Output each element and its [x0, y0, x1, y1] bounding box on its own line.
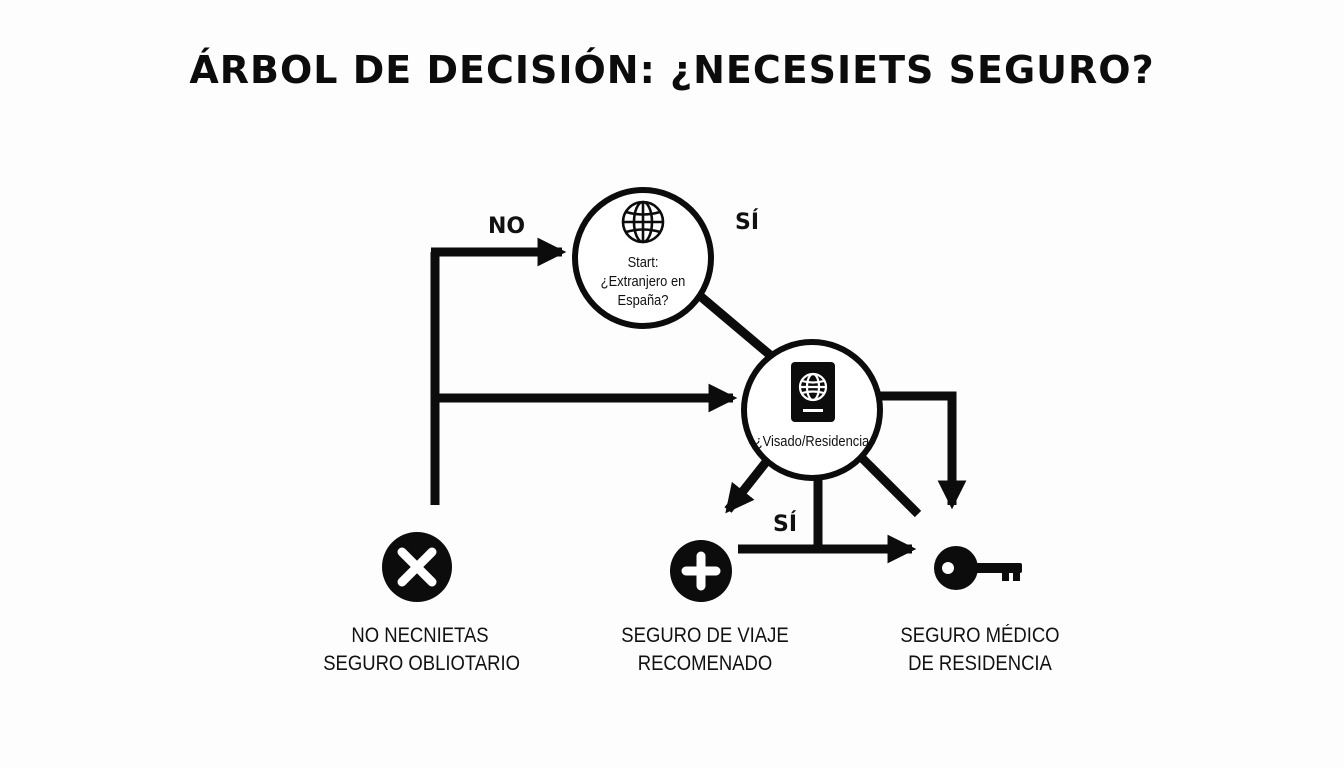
x-circle-icon — [382, 532, 452, 602]
connector-visa-diagonal — [857, 453, 922, 518]
outcome-travel-insurance-label: SEGURO DE VIAJE RECOMENADO — [608, 622, 802, 678]
edge-label-no: NO — [488, 214, 526, 239]
start-node-line-3: España? — [617, 292, 669, 309]
arrow-visa-to-travel — [724, 454, 774, 514]
start-node-label: Start: ¿Extranjero en España? — [591, 253, 694, 310]
start-node-line-1: Start: — [627, 254, 659, 271]
start-node — [572, 187, 714, 329]
key-icon — [934, 546, 1022, 590]
passport-icon — [791, 362, 835, 422]
outcome-no-insurance-line-2: SEGURO OBLIOTARIO — [323, 652, 521, 675]
plus-circle-icon — [670, 540, 732, 602]
globe-icon — [621, 200, 665, 244]
outcome-residence-insurance-label: SEGURO MÉDICO DE RESIDENCIA — [883, 622, 1077, 678]
outcome-no-insurance-line-1: NO NECNIETAS — [351, 624, 489, 647]
outcome-travel-insurance-line-2: RECOMENADO — [637, 652, 773, 675]
outcome-no-insurance-label: NO NECNIETAS SEGURO OBLIOTARIO — [323, 622, 521, 678]
outcome-travel-insurance-line-1: SEGURO DE VIAJE — [621, 624, 789, 647]
diagram-title: ÁRBOL DE DECISIÓN: ¿NECESIETS SEGURO? — [189, 48, 1155, 92]
connector-start-to-visa — [690, 286, 773, 359]
arrow-visa-right-down — [880, 391, 967, 510]
start-node-line-2: ¿Extranjero en — [600, 273, 686, 290]
outcome-residence-insurance-line-2: DE RESIDENCIA — [908, 652, 1052, 675]
edge-label-si-top: SÍ — [735, 210, 760, 235]
outcome-residence-insurance-line-1: SEGURO MÉDICO — [900, 624, 1060, 647]
visa-node-label: ¿Visado/Residencia — [754, 433, 870, 450]
edge-label-si-bottom: SÍ — [773, 512, 798, 537]
